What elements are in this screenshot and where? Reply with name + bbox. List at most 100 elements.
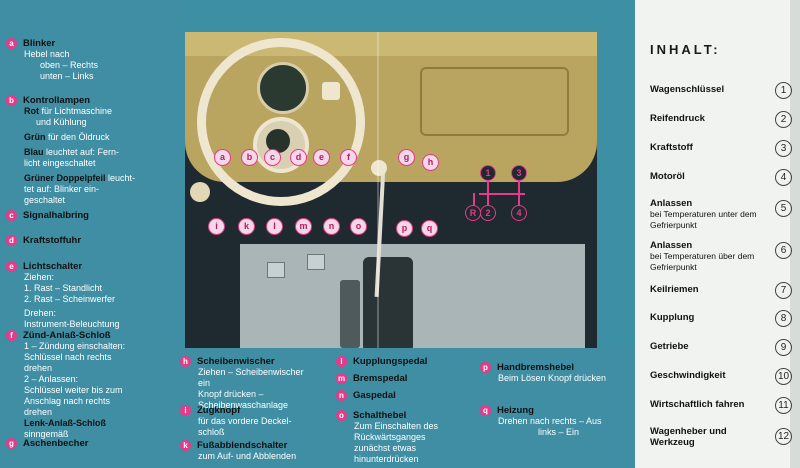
center-tunnel [363, 257, 413, 348]
photo-label-i: i [208, 218, 225, 235]
toc-number-7: 7 [775, 282, 792, 299]
legend-badge-f: f [6, 330, 17, 341]
legend-badge-b: b [6, 95, 17, 106]
legend-title-c: Signalhalbring [23, 210, 89, 221]
legend-title-g: Aschenbecher [23, 438, 89, 449]
photo-label-a: a [214, 149, 231, 166]
toc-number-1: 1 [775, 82, 792, 99]
legend-badge-g: g [6, 438, 17, 449]
bottom-badge-q: q [480, 405, 491, 416]
photo-label-q: q [421, 220, 438, 237]
legend-item-a: a Blinker Hebel nach oben – Rechts unten … [6, 38, 184, 82]
toc-number-4: 4 [775, 169, 792, 186]
speedometer [257, 62, 309, 114]
steering-wheel [197, 38, 365, 206]
bottom-badge-p: p [480, 362, 491, 373]
gear-diagram: 1 3 R 2 4 [465, 165, 535, 221]
glovebox [420, 67, 569, 136]
legend-column [0, 0, 185, 468]
photo-label-d: d [290, 149, 307, 166]
legend-badge-e: e [6, 261, 17, 272]
gear-2-label: 2 [480, 205, 496, 221]
clutch-pedal [267, 262, 285, 278]
toc-number-8: 8 [775, 310, 792, 327]
legend-body-b: Rot für Lichtmaschine und Kühlung Grün f… [24, 106, 136, 205]
contents-panel [635, 0, 800, 468]
page-edge [790, 0, 800, 468]
photo-label-m: m [295, 218, 312, 235]
photo-label-g: g [398, 149, 415, 166]
bottom-badge-n: n [336, 390, 347, 401]
legend-title-e: Lichtschalter [23, 261, 83, 272]
photo-label-n: n [323, 218, 340, 235]
toc-number-2: 2 [775, 111, 792, 128]
gas-pedal [340, 280, 360, 348]
toc-number-5: 5 [775, 200, 792, 217]
photo-label-p: p [396, 220, 413, 237]
toc-number-10: 10 [775, 368, 792, 385]
page-fold [377, 32, 379, 348]
contents-title: INHALT: [650, 42, 721, 57]
legend-badge-a: a [6, 38, 17, 49]
photo-label-b: b [241, 149, 258, 166]
photo-label-f: f [340, 149, 357, 166]
legend-body-e: Ziehen: 1. Rast – Standlicht 2. Rast – S… [24, 272, 120, 329]
legend-body-a: Hebel nach oben – Rechts unten – Links [24, 49, 99, 81]
gear-4-label: 4 [511, 205, 527, 221]
legend-title-a: Blinker [23, 38, 56, 49]
brake-pedal [307, 254, 325, 270]
legend-item-e: e Lichtschalter Ziehen: 1. Rast – Standli… [6, 261, 184, 330]
legend-title-lenk: Lenk-Anlaß-Schloß [24, 418, 107, 428]
photo-label-k: k [238, 218, 255, 235]
gear-r-label: R [465, 205, 481, 221]
legend-badge-c: c [6, 210, 17, 221]
photo-label-e: e [313, 149, 330, 166]
toc-number-11: 11 [775, 397, 792, 414]
bottom-badge-h: h [180, 356, 191, 367]
gear-knob [371, 160, 387, 176]
hood-knob [190, 182, 210, 202]
gear-1-label: 1 [480, 165, 496, 181]
dashboard-photo: 1 3 R 2 4 a b c d e f g h i k l m n o p … [185, 32, 597, 348]
toc-number-12: 12 [775, 428, 792, 445]
bottom-badge-k: k [180, 440, 191, 451]
bottom-legend-band [185, 348, 635, 468]
legend-badge-d: d [6, 235, 17, 246]
bottom-badge-o: o [336, 410, 347, 421]
legend-item-g: g Aschenbecher [6, 438, 184, 449]
photo-label-c: c [264, 149, 281, 166]
bottom-badge-m: m [336, 373, 347, 384]
fuel-gauge [322, 82, 340, 100]
toc-number-3: 3 [775, 140, 792, 157]
bottom-badge-i: i [180, 405, 191, 416]
toc-number-9: 9 [775, 339, 792, 356]
bottom-badge-l: l [336, 356, 347, 367]
photo-label-o: o [350, 218, 367, 235]
photo-label-l: l [266, 218, 283, 235]
